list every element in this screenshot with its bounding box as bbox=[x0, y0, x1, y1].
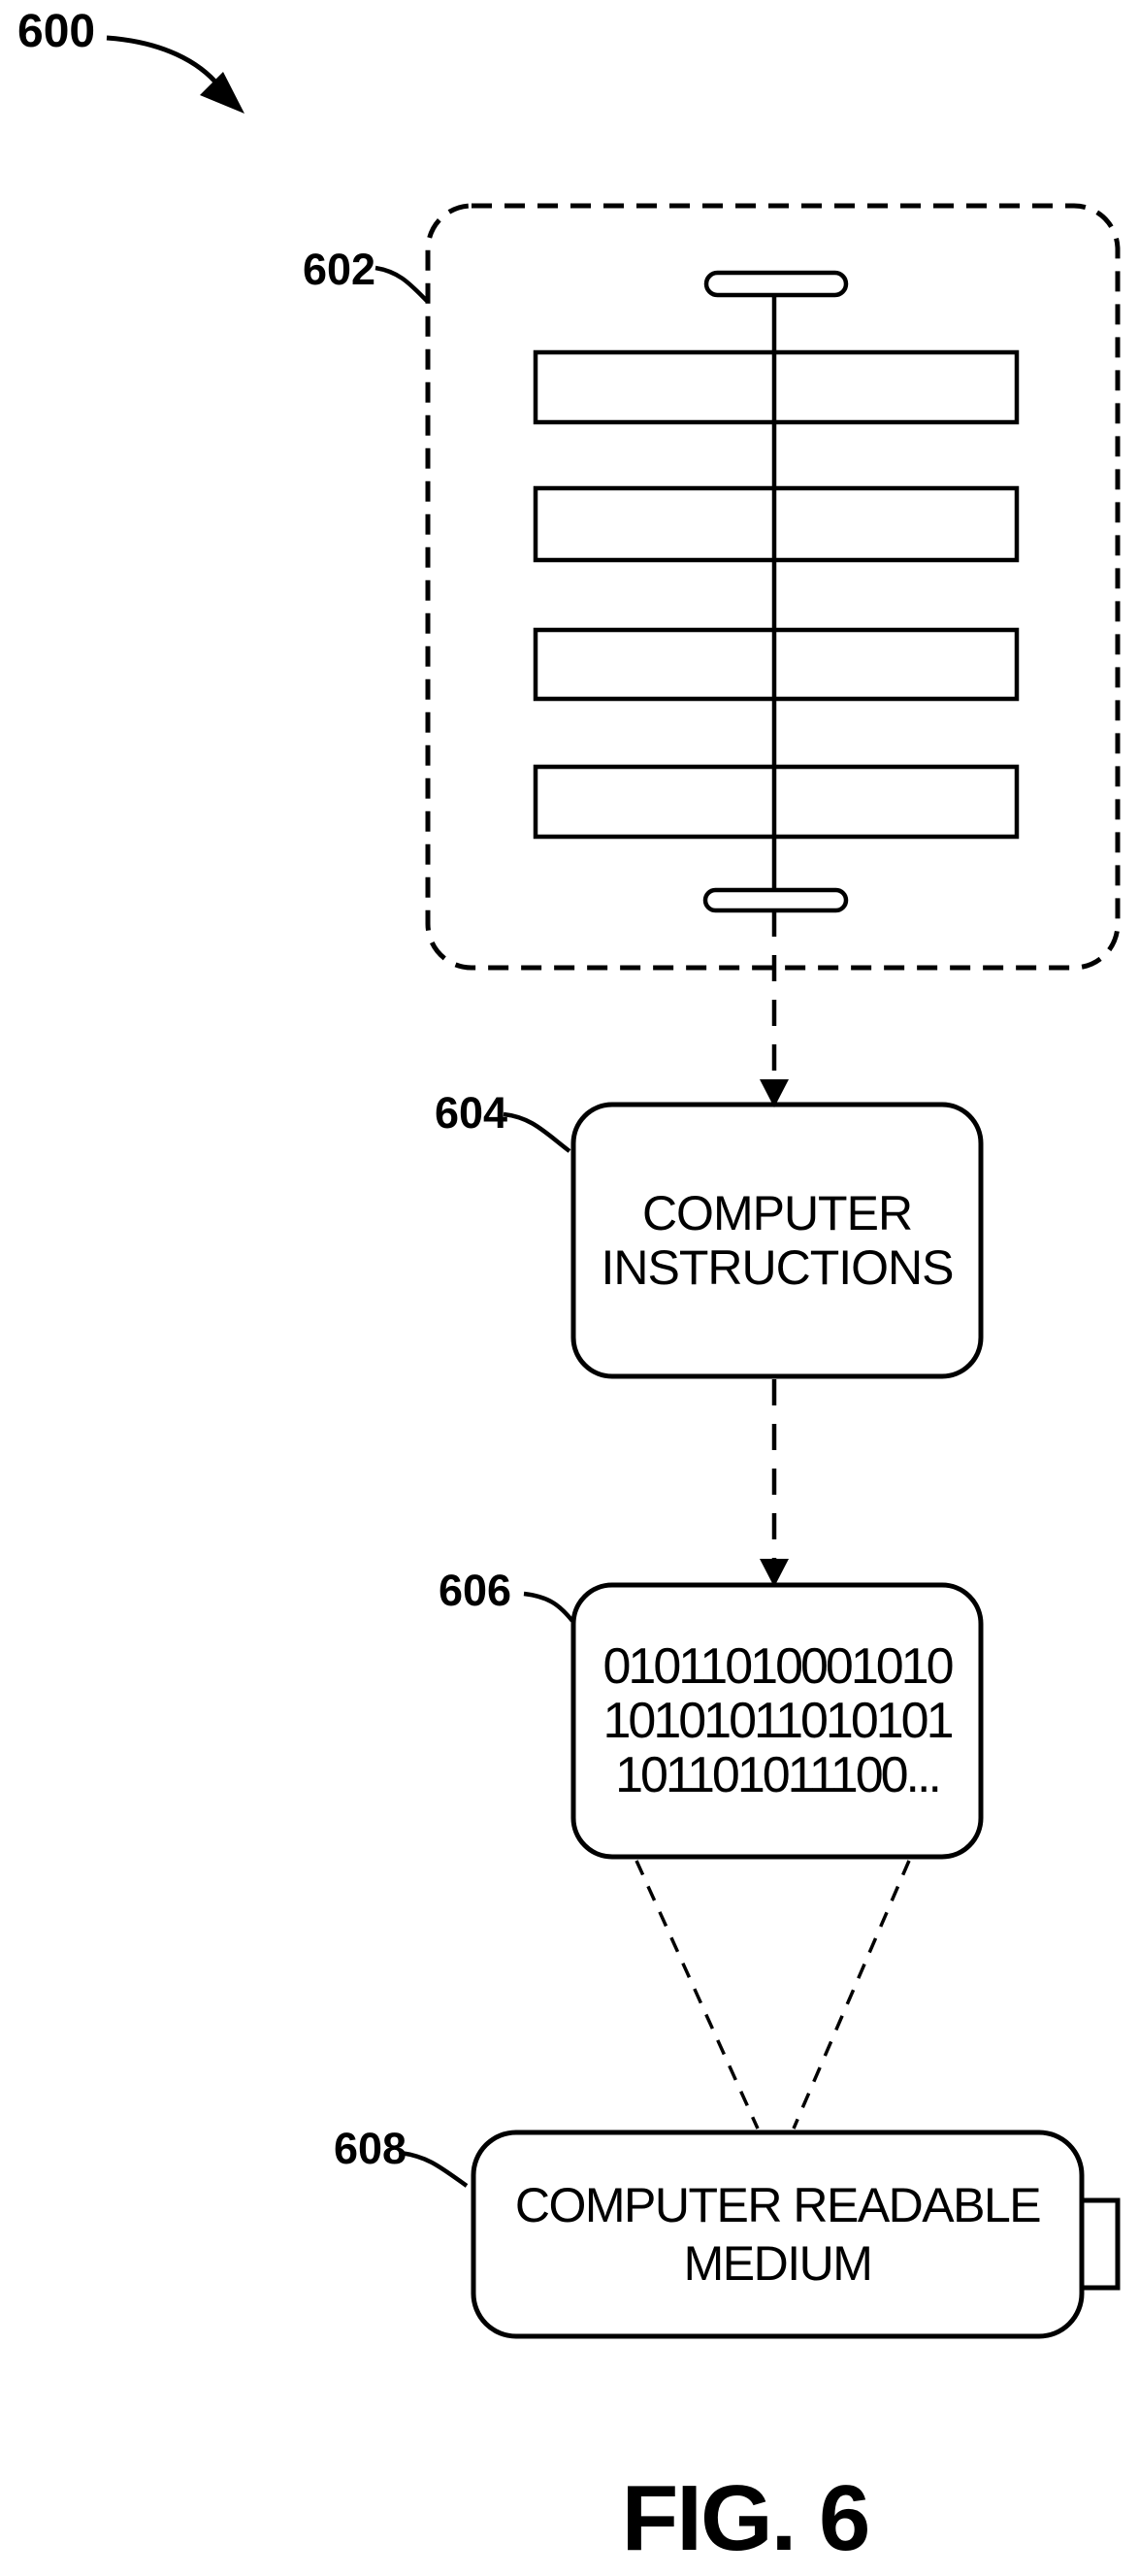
ref-label-602: 602 bbox=[303, 245, 376, 294]
flowchart-step-1 bbox=[533, 349, 1020, 425]
binary-code-text: 01011010001010 10101011010101 1011010111… bbox=[573, 1585, 981, 1857]
ref-608-leader-line bbox=[400, 2150, 469, 2188]
flowchart-end-terminator bbox=[702, 887, 849, 913]
flowchart-step-4 bbox=[533, 764, 1020, 840]
computer-instructions-box bbox=[570, 1102, 984, 1379]
arrowhead-to-instructions-icon bbox=[760, 1079, 789, 1107]
ref-602-leader-line bbox=[374, 265, 430, 304]
binary-code-box bbox=[570, 1582, 984, 1860]
medium-line-1: COMPUTER READABLE bbox=[514, 2178, 1042, 2232]
medium-side-tab bbox=[1079, 2197, 1121, 2291]
medium-line-2: MEDIUM bbox=[683, 2236, 873, 2291]
ref-label-606: 606 bbox=[439, 1566, 512, 1615]
flowchart-step-2 bbox=[533, 485, 1020, 563]
arrowhead-to-binary-icon bbox=[760, 1559, 789, 1587]
ref-label-600: 600 bbox=[17, 6, 96, 57]
figure-caption: FIG. 6 bbox=[621, 2466, 871, 2570]
flowchart-start-terminator bbox=[703, 270, 849, 298]
funnel-line-right bbox=[792, 1860, 911, 2130]
ref-600-leader-line bbox=[106, 35, 221, 88]
binary-line-1: 01011010001010 bbox=[602, 1638, 954, 1695]
instructions-line-2: INSTRUCTIONS bbox=[601, 1240, 955, 1295]
ref-604-leader-line bbox=[503, 1111, 571, 1153]
instructions-line-1: COMPUTER bbox=[641, 1186, 913, 1240]
computer-readable-medium-text: COMPUTER READABLE MEDIUM bbox=[473, 2132, 1082, 2336]
computer-instructions-text: COMPUTER INSTRUCTIONS bbox=[573, 1105, 981, 1376]
ref-606-leader-line bbox=[523, 1591, 574, 1623]
funnel-line-left bbox=[635, 1860, 760, 2130]
ref-600-arrowhead-icon bbox=[200, 72, 244, 114]
ref-label-608: 608 bbox=[334, 2124, 407, 2173]
flowchart-step-3 bbox=[533, 627, 1020, 702]
binary-line-2: 10101011010101 bbox=[602, 1693, 954, 1749]
binary-line-3: 101101011100... bbox=[615, 1747, 942, 1803]
ref-label-604: 604 bbox=[435, 1088, 508, 1138]
flowchart-dashed-container bbox=[425, 203, 1121, 971]
